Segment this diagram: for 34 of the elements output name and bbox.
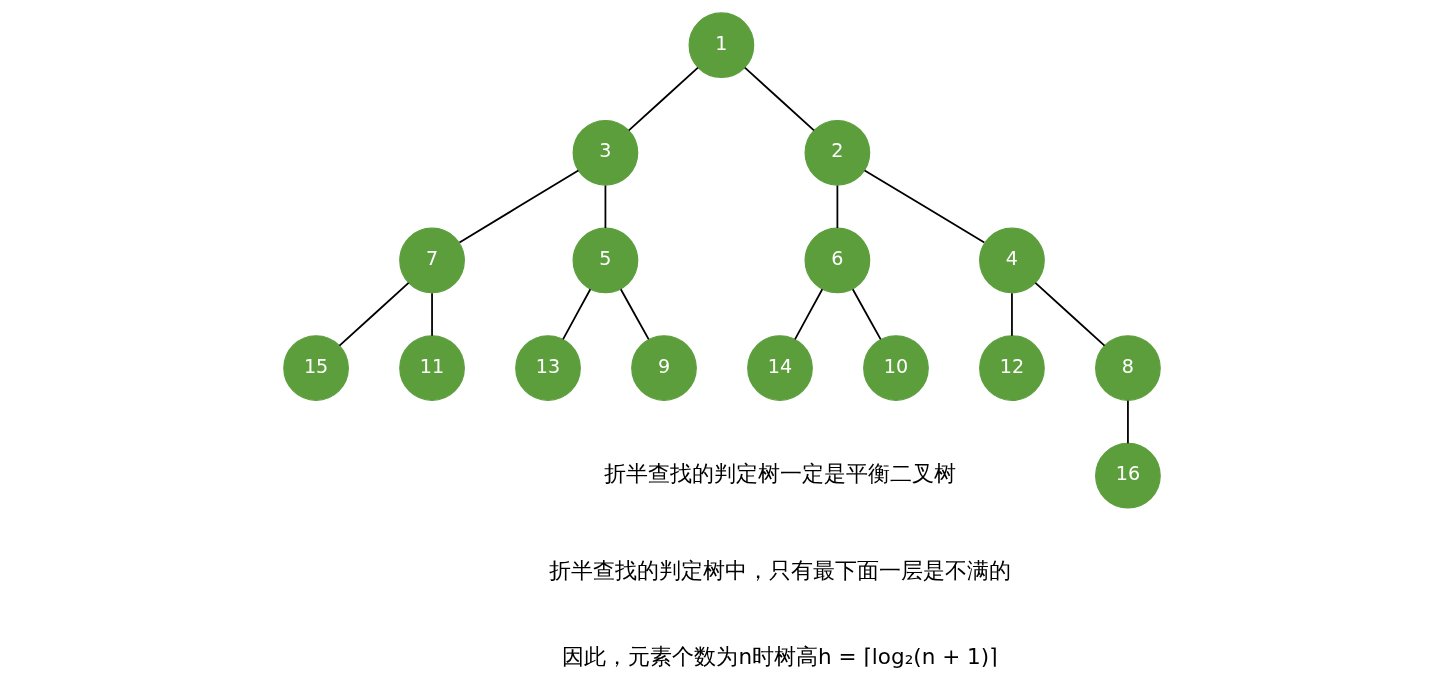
connector (851, 288, 882, 341)
connector (562, 288, 592, 341)
label: 折半查找的判定树一定是平衡二叉树 (603, 460, 956, 486)
node-circle: 1 (688, 12, 755, 79)
node-circle: 13 (515, 335, 581, 401)
connector (458, 169, 580, 244)
node-circle: 14 (747, 335, 813, 401)
node-circle: 16 (1095, 442, 1161, 509)
node-circle: 4 (979, 227, 1045, 294)
node-circle: 10 (863, 335, 929, 401)
node-circle: 6 (804, 227, 871, 294)
node-circle: 12 (979, 335, 1045, 401)
connector (604, 184, 607, 229)
node-circle: 7 (399, 227, 465, 294)
node-circle: 9 (631, 335, 697, 401)
connector (619, 288, 650, 341)
connector (743, 66, 815, 132)
connector (1034, 282, 1106, 347)
connector (836, 184, 839, 229)
connector (1127, 399, 1129, 445)
connector (431, 292, 433, 337)
node-circle: 2 (804, 119, 871, 186)
node-circle: 3 (572, 119, 639, 186)
node-circle: 8 (1095, 335, 1161, 401)
connector (863, 169, 986, 244)
connector (794, 288, 824, 341)
label: 折半查找的判定树中，只有最下面一层是不满的 (548, 557, 1011, 583)
connector (627, 66, 699, 132)
node-circle: 11 (399, 335, 465, 401)
connector (338, 282, 410, 347)
node-circle: 15 (283, 335, 349, 401)
label: 因此，元素个数为n时树高h = ⌈log₂(n + 1)⌉ (562, 643, 998, 669)
node-circle: 5 (572, 227, 639, 294)
connector (1011, 292, 1013, 337)
